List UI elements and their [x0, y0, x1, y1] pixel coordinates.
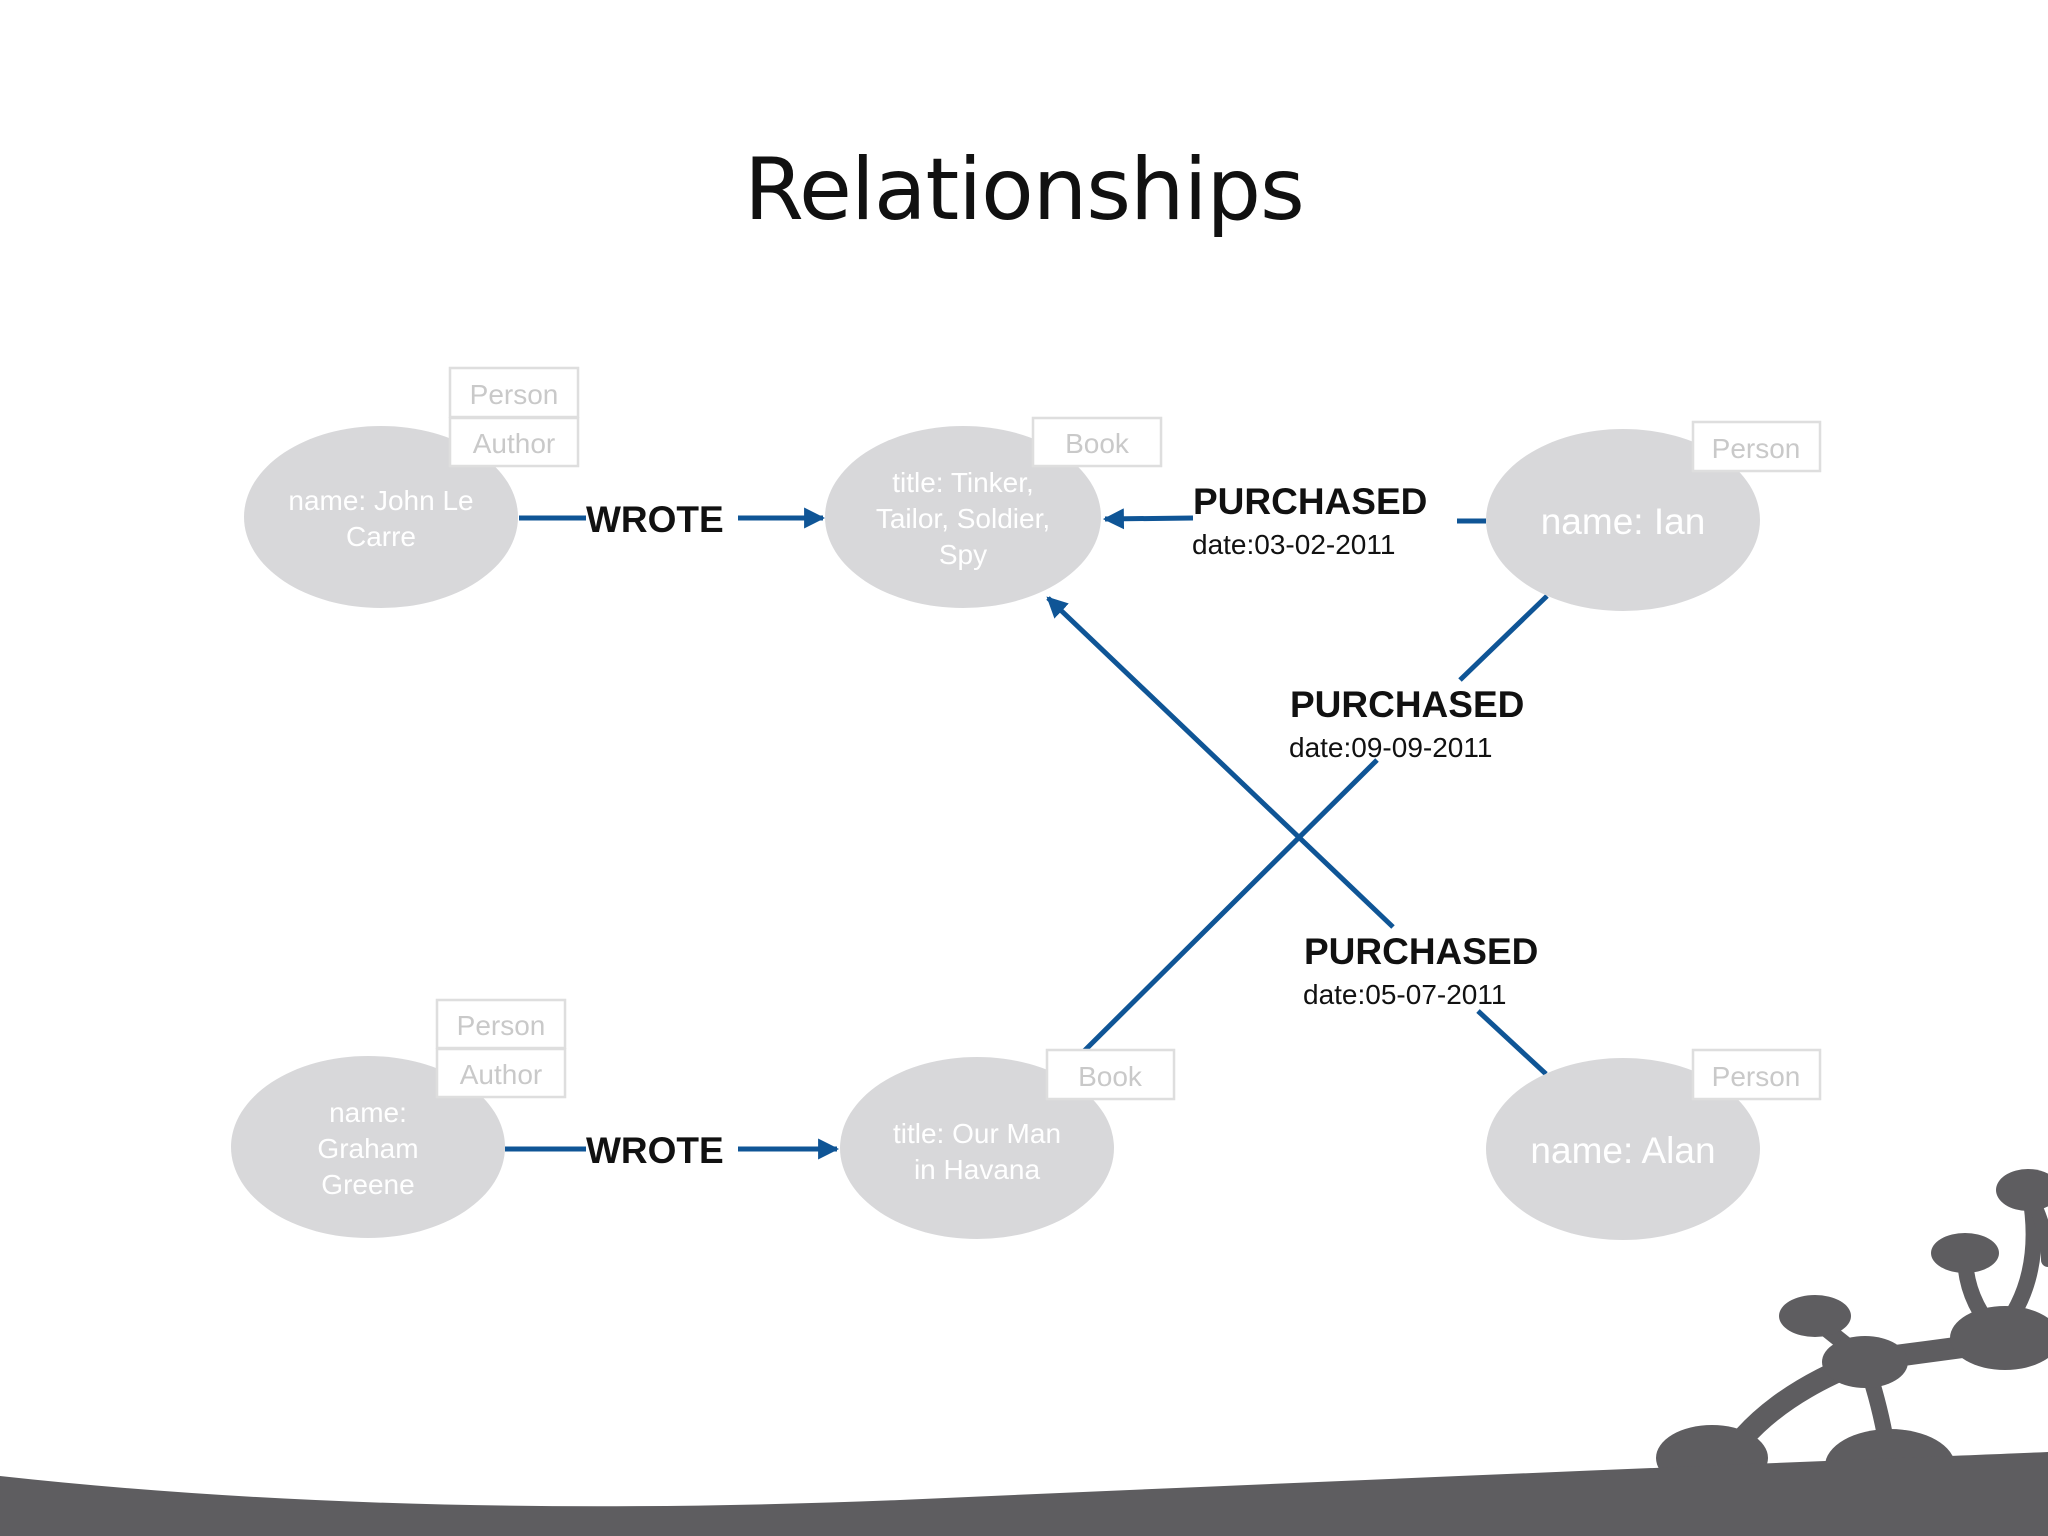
edge-ian-purchased-havana-bottom	[1063, 758, 1379, 1072]
footer-decoration	[0, 1169, 2048, 1536]
rel-type-label: WROTE	[586, 499, 724, 540]
node-label-line: name:	[329, 1097, 407, 1128]
node-tag-box	[1691, 420, 1822, 473]
node-tag: Book	[1078, 1061, 1143, 1092]
node-tag: Person	[1712, 1061, 1801, 1092]
node-tag-box	[435, 1047, 567, 1099]
node-tag: Author	[473, 428, 556, 459]
node-ellipse	[825, 426, 1101, 608]
rel-date-label: date:09-09-2011	[1289, 732, 1492, 763]
rel-date-label: date:03-02-2011	[1192, 529, 1395, 560]
node-alan[interactable]: name: Alan Person	[1486, 1048, 1822, 1240]
node-label-line: title: Our Man	[893, 1118, 1061, 1149]
edge-alan-purchased-tinker-bottom	[1476, 1009, 1548, 1076]
node-ellipse	[1486, 1058, 1760, 1240]
node-label-line: name: Ian	[1541, 501, 1706, 542]
node-label-line: name: John Le	[288, 485, 473, 516]
tree-blobs-decoration	[1656, 1169, 2048, 1503]
node-tag: Book	[1065, 428, 1130, 459]
relationship-labels: WROTE WROTE PURCHASED date:03-02-2011 PU…	[586, 481, 1538, 1171]
node-ellipse	[840, 1057, 1114, 1239]
node-tag-box	[1691, 1048, 1822, 1101]
node-ellipse	[244, 426, 518, 608]
node-label-line: in Havana	[914, 1154, 1041, 1185]
rel-type-label: PURCHASED	[1290, 684, 1524, 725]
graph-nodes: name: John Le Carre Person Author title:…	[231, 366, 1822, 1240]
rel-type-label: PURCHASED	[1193, 481, 1427, 522]
node-label-line: Carre	[346, 521, 416, 552]
node-tag-box	[1031, 416, 1163, 468]
node-tinker-tailor[interactable]: title: Tinker, Tailor, Soldier, Spy Book	[825, 416, 1163, 608]
node-ellipse	[1486, 429, 1760, 611]
node-label-line: Tailor, Soldier,	[876, 503, 1050, 534]
edge-alan-purchased-tinker-top	[1046, 596, 1395, 929]
node-label-line: title: Tinker,	[892, 467, 1034, 498]
edge-ian-purchased-havana-top	[1458, 594, 1549, 682]
node-tag-box	[448, 366, 580, 419]
footer-wave-decoration	[0, 1452, 2048, 1536]
node-tag: Person	[1712, 433, 1801, 464]
node-ian[interactable]: name: Ian Person	[1486, 420, 1822, 611]
slide-title: Relationships	[744, 140, 1305, 240]
node-john-le-carre[interactable]: name: John Le Carre Person Author	[244, 366, 580, 608]
node-label-line: Greene	[321, 1169, 414, 1200]
node-tag: Author	[460, 1059, 543, 1090]
rel-type-label: PURCHASED	[1304, 931, 1538, 972]
node-tag: Person	[457, 1010, 546, 1041]
relationship-edges	[505, 507, 1549, 1160]
node-tag-box	[1045, 1048, 1176, 1101]
rel-date-label: date:05-07-2011	[1303, 979, 1506, 1010]
rel-type-label: WROTE	[586, 1130, 724, 1171]
node-label-line: name: Alan	[1530, 1130, 1715, 1171]
node-our-man-in-havana[interactable]: title: Our Man in Havana Book	[840, 1048, 1176, 1239]
node-tag-box	[435, 998, 567, 1050]
node-graham-greene[interactable]: name: Graham Greene Person Author	[231, 998, 567, 1238]
node-label-line: Spy	[939, 539, 987, 570]
node-ellipse	[231, 1056, 505, 1238]
node-label-line: Graham	[317, 1133, 418, 1164]
edge-ian-purchased-tinker-arrow	[1102, 508, 1194, 530]
node-tag: Person	[470, 379, 559, 410]
node-tag-box	[448, 416, 580, 468]
